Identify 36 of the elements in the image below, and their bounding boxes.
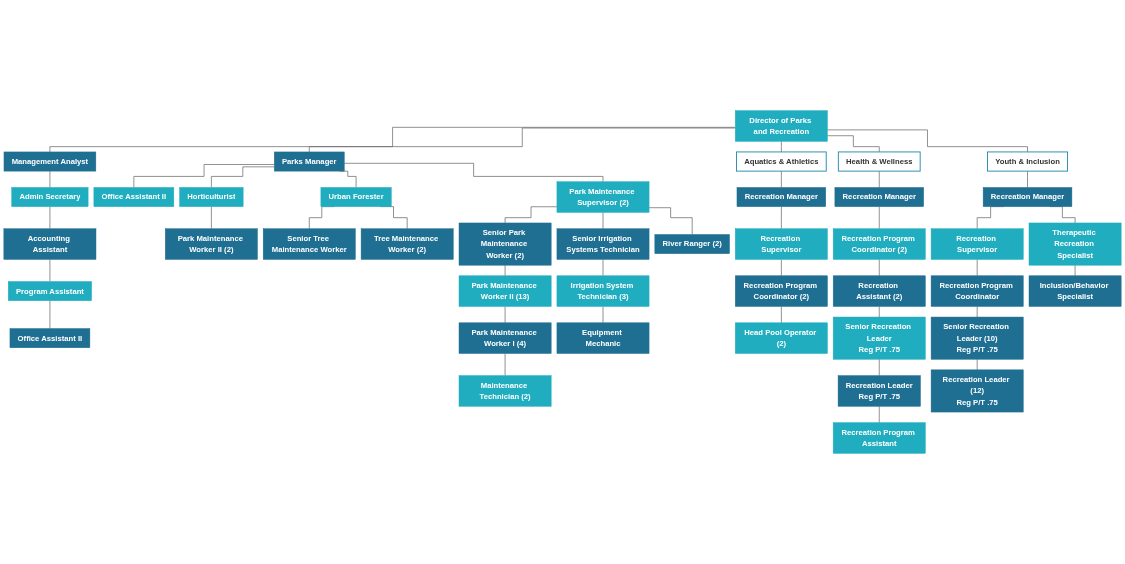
connector [781,170,782,188]
connector [976,259,978,277]
connector [602,212,604,230]
connector [878,259,880,277]
connector [211,166,275,188]
connector [602,306,604,324]
connector [49,206,51,230]
connector [211,206,212,230]
connector [504,353,506,376]
connector [878,358,880,376]
connector [648,207,693,235]
connector [504,206,558,224]
connector [49,126,736,153]
connector [49,259,51,282]
connector [49,170,51,188]
connector [1074,264,1076,277]
connector [1027,170,1028,188]
connector [878,170,880,188]
connector [878,306,880,318]
connector [504,264,506,277]
connector [781,141,782,153]
connector [308,127,736,153]
connector [976,306,978,318]
connector [49,300,51,329]
connector [343,162,604,183]
connector [781,306,782,324]
connector [878,206,880,230]
connector [602,259,604,277]
connector [976,358,978,371]
connector [827,129,1028,153]
connector [878,405,880,423]
connector [781,206,782,230]
connector [827,135,880,153]
connector [781,259,782,277]
connector [133,164,275,188]
connector [504,306,506,324]
